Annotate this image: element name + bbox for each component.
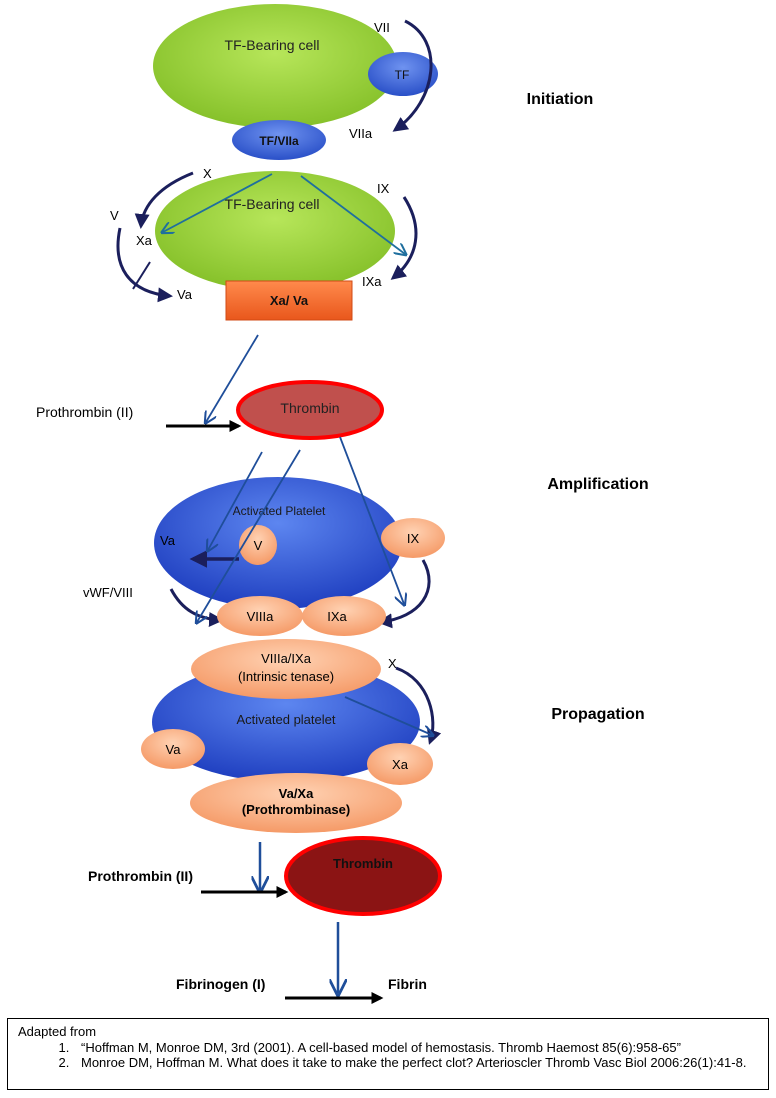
tenase-to-xa-arrow <box>344 696 432 735</box>
v-to-va-arrow <box>116 227 173 303</box>
prothrombin-label-2: Prothrombin (II) <box>88 868 193 884</box>
tf-viia-label: TF/VIIa <box>259 134 299 148</box>
tf-viia-complex <box>232 120 326 160</box>
xa-va-complex <box>225 280 353 321</box>
phase-initiation: Initiation <box>527 91 594 108</box>
prop-x-label: X <box>388 656 397 671</box>
intrinsic-tenase <box>191 639 381 699</box>
prothrombin-label-1: Prothrombin (II) <box>36 404 133 420</box>
tf-bearing-cell-bottom <box>155 171 395 291</box>
thrombin-to-v-arrow <box>208 451 263 550</box>
intrinsic-tenase-line1: VIIIa/IXa <box>261 651 312 666</box>
prop-xa-label: Xa <box>392 757 409 772</box>
xa-to-va-arrow <box>132 261 151 290</box>
prothrombinase-line2: (Prothrombinase) <box>242 802 350 817</box>
ix-to-ixa-arrow <box>390 196 418 280</box>
tfviia-to-xa-arrow <box>163 173 273 232</box>
xa-label: Xa <box>136 233 153 248</box>
thrombin-label-2: Thrombin <box>333 856 393 871</box>
prothrombinase-line1: Va/Xa <box>279 786 314 801</box>
prop-va-label: Va <box>166 742 182 757</box>
references-list: “Hoffman M, Monroe DM, 3rd (2001). A cel… <box>18 1040 758 1070</box>
amp-ixa-label: IXa <box>327 609 347 624</box>
viia-label: VIIa <box>349 126 373 141</box>
x-label: X <box>203 166 212 181</box>
thrombin-label-1: Thrombin <box>280 400 339 416</box>
prothrombinase <box>190 773 402 833</box>
vwf-to-viiia-arrow <box>169 588 224 627</box>
amp-viiia-factor <box>217 596 303 636</box>
ix-label: IX <box>377 181 390 196</box>
amp-va-label: Va <box>160 533 176 548</box>
ix-to-ixa-amp-arrow <box>377 559 431 629</box>
prop-va-factor <box>141 729 205 769</box>
activated-platelet-amplification <box>154 477 402 609</box>
references-heading: Adapted from <box>18 1024 97 1039</box>
phase-propagation: Propagation <box>551 706 644 723</box>
tf-label: TF <box>395 68 410 82</box>
v-label: V <box>110 208 119 223</box>
xa-va-complex-label: Xa/ Va <box>270 293 309 308</box>
tf-bearing-cell-top-label: TF-Bearing cell <box>225 37 320 53</box>
tfviia-to-ixa-arrow <box>300 175 405 254</box>
amp-ixa-factor <box>302 596 386 636</box>
phase-amplification: Amplification <box>547 476 648 493</box>
reference-item-1: “Hoffman M, Monroe DM, 3rd (2001). A cel… <box>73 1040 758 1055</box>
activated-platelet-propagation-label: Activated platelet <box>236 712 335 727</box>
vii-label: VII <box>374 20 390 35</box>
amp-v-label: V <box>254 538 263 553</box>
vwf-viii-label: vWF/VIII <box>83 585 133 600</box>
thrombin-node-1 <box>236 380 384 440</box>
ixa-label: IXa <box>362 274 382 289</box>
thrombin-node-2 <box>284 836 442 916</box>
va-label: Va <box>177 287 193 302</box>
thrombin-to-viiia-arrow <box>197 449 301 622</box>
x-to-xa-arrow <box>134 171 194 229</box>
amp-ix-factor <box>381 518 445 558</box>
xava-to-thrombin-arrow <box>206 334 259 422</box>
tf-bearing-cell-top <box>153 4 397 128</box>
thrombin-to-platelet-arrow <box>339 436 404 604</box>
reference-item-2: Monroe DM, Hoffman M. What does it take … <box>73 1055 758 1070</box>
prop-xa-factor <box>367 743 433 785</box>
references-box: Adapted from “Hoffman M, Monroe DM, 3rd … <box>7 1018 769 1090</box>
fibrinogen-label: Fibrinogen (I) <box>176 976 265 992</box>
amp-viiia-label: VIIIa <box>247 609 275 624</box>
activated-platelet-propagation <box>152 662 420 782</box>
activated-platelet-amplification-label: Activated Platelet <box>233 504 326 518</box>
tf-factor <box>368 52 438 96</box>
vii-to-viia-arrow <box>392 19 433 132</box>
fibrin-label: Fibrin <box>388 976 427 992</box>
amp-ix-label: IX <box>407 531 420 546</box>
intrinsic-tenase-line2: (Intrinsic tenase) <box>238 669 334 684</box>
tf-bearing-cell-bottom-label: TF-Bearing cell <box>225 196 320 212</box>
